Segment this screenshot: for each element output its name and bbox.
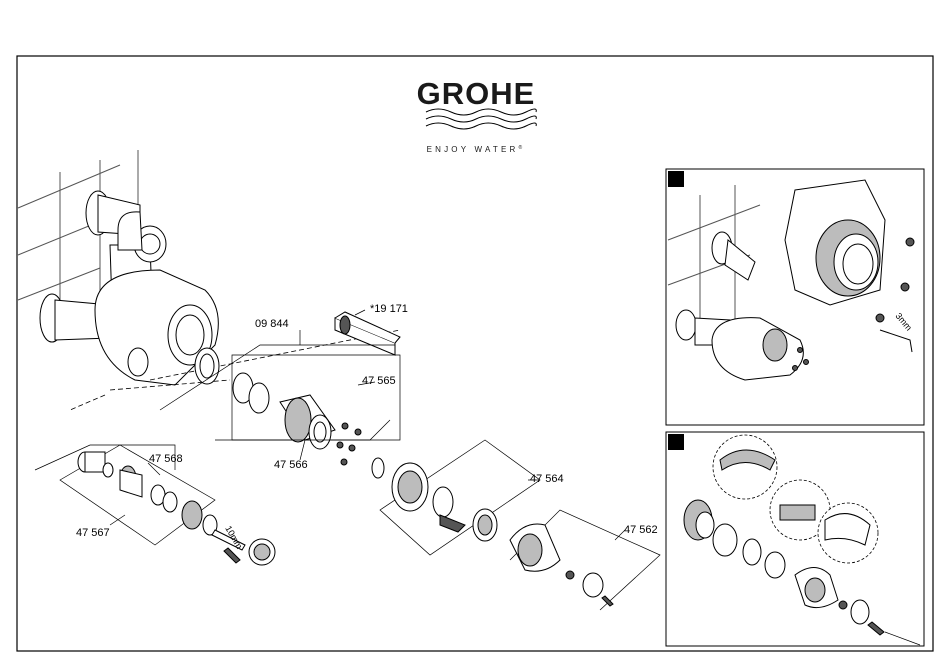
- label-47567: 47 567: [76, 527, 110, 539]
- adapter-parts: [372, 458, 497, 541]
- brand-tagline: ENJOY WATER®: [427, 144, 526, 154]
- extension-rod: [335, 312, 400, 355]
- label-47568: 47 568: [149, 453, 183, 465]
- detail-panel-escutcheon: 3mm: [666, 169, 924, 425]
- detail-panel-handle: [666, 432, 924, 646]
- valve-body: [40, 191, 218, 385]
- label-47562: 47 562: [624, 524, 658, 536]
- brand-name: GROHE: [417, 76, 536, 111]
- label-47564: 47 564: [530, 473, 564, 485]
- grohe-logo: GROHE ENJOY WATER®: [417, 76, 537, 154]
- panel-marker-2: [668, 434, 684, 450]
- label-09844: 09 844: [255, 318, 289, 330]
- panel-marker-1: [668, 171, 684, 187]
- check-valve-parts: [78, 452, 275, 565]
- label-19171: *19 171: [370, 303, 408, 315]
- label-47566: 47 566: [274, 459, 308, 471]
- handle-parts: [510, 524, 613, 606]
- label-47565: 47 565: [362, 375, 396, 387]
